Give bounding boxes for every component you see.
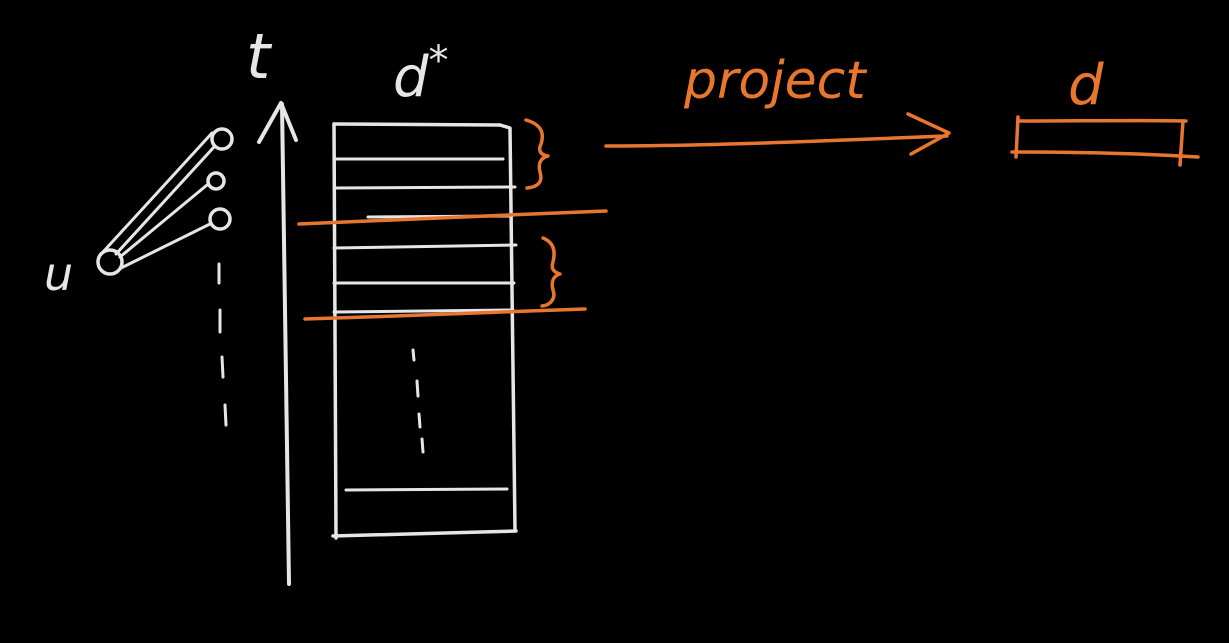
table-rows-ellipsis [411, 348, 425, 454]
project-arrow-head [906, 112, 951, 156]
group-markers [297, 118, 608, 321]
output-embedding: d [1010, 53, 1200, 167]
table-row-2 [333, 185, 517, 190]
project-arrow: project [604, 51, 951, 156]
output-dim-label: d [1068, 53, 1104, 118]
output-box-bottom [1010, 150, 1200, 159]
table-left-edge [332, 122, 338, 540]
table-row-6 [332, 308, 515, 314]
time-node-3 [208, 207, 232, 231]
user-edge-3 [119, 222, 212, 270]
time-axis: t [246, 20, 298, 586]
user-edge-1b [114, 145, 216, 256]
project-arrow-line [604, 134, 949, 148]
embedding-table: d* [331, 38, 518, 540]
time-node-2 [206, 171, 226, 191]
table-row-4 [332, 243, 518, 250]
time-axis-label: t [246, 20, 273, 93]
project-label: project [683, 51, 867, 111]
group-separator-1 [297, 209, 608, 226]
time-node-1 [210, 127, 234, 151]
input-dim-star: * [429, 38, 449, 84]
user-label: u [44, 247, 73, 301]
time-nodes-ellipsis [217, 262, 228, 427]
time-axis-arrowhead [257, 101, 298, 144]
output-box-right [1178, 119, 1185, 167]
user-node [96, 248, 124, 276]
input-dim-label: d* [393, 38, 449, 110]
user-edge-1a [101, 131, 214, 254]
group-brace-2 [540, 236, 562, 308]
input-dim-base: d [393, 45, 429, 110]
table-row-last [344, 487, 509, 492]
user-node-group: u [44, 127, 234, 427]
table-bottom-edge [331, 529, 518, 538]
table-top-edge [332, 122, 502, 127]
group-brace-1 [524, 118, 550, 190]
time-axis-line [280, 102, 291, 586]
table-right-edge [498, 123, 517, 532]
group-separator-2 [303, 307, 587, 321]
user-edge-2 [118, 183, 209, 259]
